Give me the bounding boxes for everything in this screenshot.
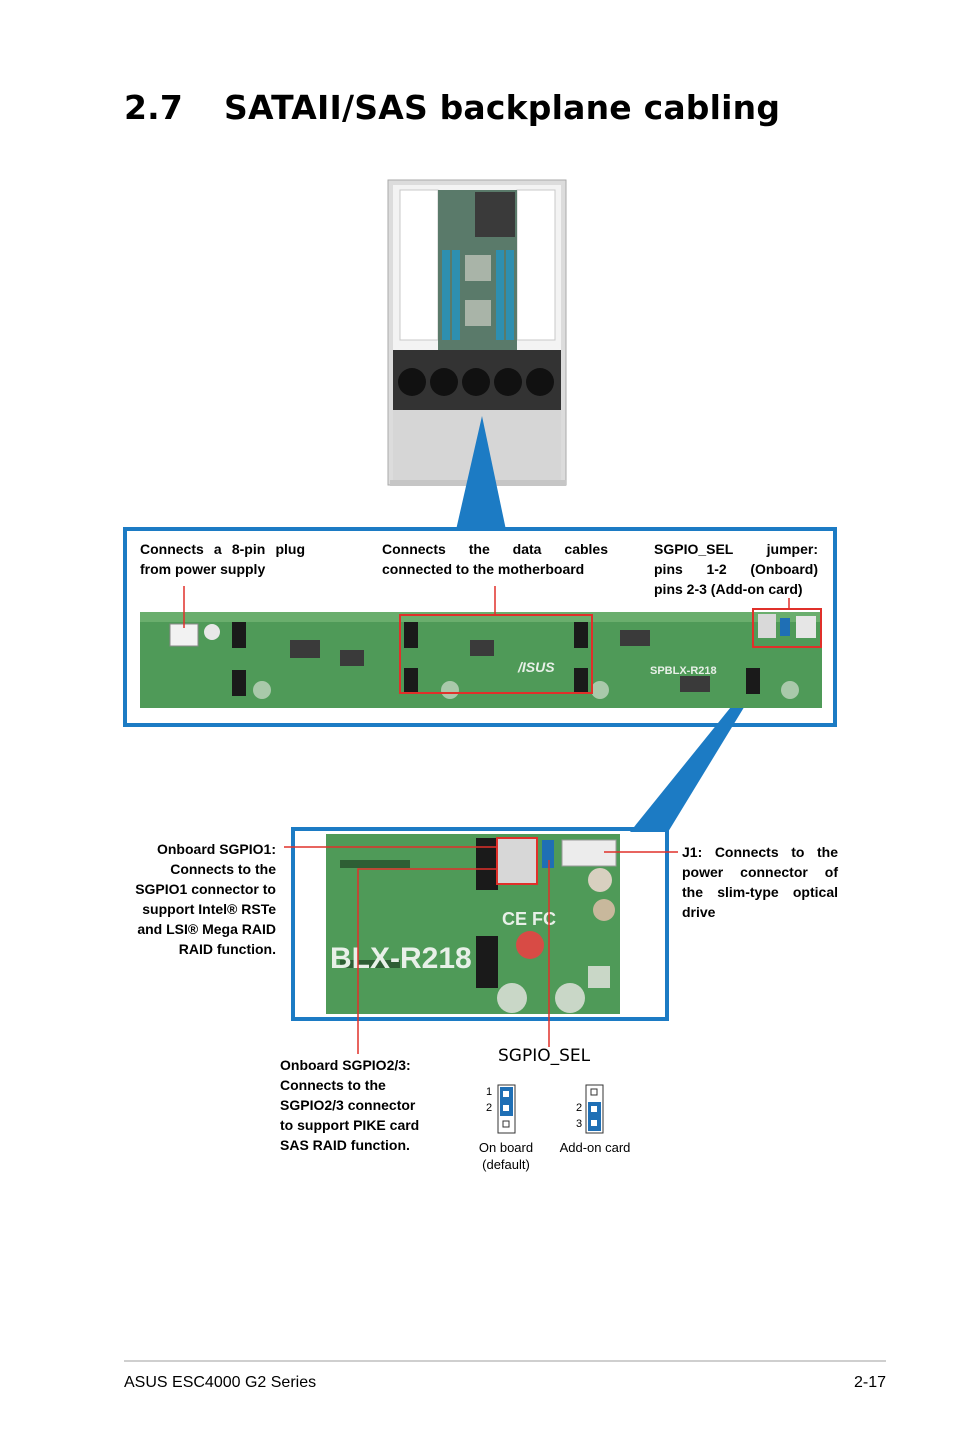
sgpio23-line-3: SGPIO2/3 connector (280, 1097, 416, 1113)
jumper-diagram-title: SGPIO_SEL (498, 1046, 591, 1066)
sgpio23-label: Onboard SGPIO2/3: Connects to the SGPIO2… (280, 1055, 450, 1155)
onboard-caption-line-2: (default) (482, 1157, 530, 1172)
addon-caption-line-1: Add-on card (559, 1140, 631, 1155)
power-connector-label: Connects a 8-pin plug from power supply (140, 539, 305, 579)
onboard-pin-1: 1 (486, 1086, 493, 1098)
board-brand: /ISUS (517, 659, 555, 675)
sgpio-header-highlight (496, 837, 538, 885)
footer-product: ASUS ESC4000 G2 Series (124, 1374, 317, 1391)
jumper-label-line-3: pins 2-3 (Add-on card) (654, 581, 803, 597)
sgpio1-line-3: SGPIO1 connector to (135, 881, 276, 897)
section-title: SATAII/SAS backplane cabling (224, 88, 781, 127)
footer-rule (124, 1360, 886, 1362)
detail-board-model: BLX-R218 (330, 942, 472, 975)
detail-board-ce-mark: CE FC (502, 909, 556, 929)
sgpio1-line-1: Onboard SGPIO1: (156, 841, 276, 857)
addon-pin-2: 2 (576, 1102, 583, 1114)
power-label-line-1: Connects a 8-pin plug (140, 541, 305, 557)
sgpio23-line-4: to support PIKE card (280, 1117, 420, 1133)
section-heading: 2.7 SATAII/SAS backplane cabling (124, 88, 780, 127)
sgpio23-line-5: SAS RAID function. (280, 1137, 410, 1153)
addon-caption: Add-on card (550, 1139, 640, 1156)
jumper-label-line-2: pins 1-2 (Onboard) (654, 561, 818, 577)
backplane-frame (123, 527, 837, 727)
onboard-pin-2: 2 (486, 1102, 493, 1114)
j1-label: J1: Connects to the power connector of t… (682, 842, 838, 922)
sgpio1-line-4: support Intel® RSTe (142, 901, 276, 917)
onboard-caption: On board (default) (466, 1139, 546, 1173)
jumper-addon-diagram (585, 1084, 604, 1134)
sgpio1-label: Onboard SGPIO1: Connects to the SGPIO1 c… (100, 839, 276, 959)
j1-line-1: J1: Connects to the (682, 844, 838, 860)
jumper-label-line-1: SGPIO_SEL jumper: (654, 541, 818, 557)
sgpio1-line-2: Connects to the (170, 861, 276, 877)
pointer-triangle-top (456, 416, 506, 530)
sgpio1-line-6: RAID function. (178, 941, 276, 957)
page-number: 2-17 (853, 1374, 886, 1391)
data-cable-label: Connects the data cables connected to th… (382, 539, 608, 579)
jumper-onboard-diagram (497, 1084, 516, 1134)
j1-line-2: power connector of (682, 864, 838, 880)
sgpio23-line-1: Onboard SGPIO2/3: (280, 1057, 411, 1073)
board-model-main: SPBLX-R218 (650, 665, 717, 677)
addon-pin-3: 3 (576, 1118, 583, 1130)
sgpio-sel-jumper-label: SGPIO_SEL jumper: pins 1-2 (Onboard) pin… (654, 539, 818, 599)
sgpio1-line-5: and LSI® Mega RAID (137, 921, 276, 937)
detail-frame (291, 827, 669, 1021)
sgpio23-callout-line (357, 868, 497, 1054)
jumper-highlight (752, 608, 822, 648)
data-label-line-2: connected to the motherboard (382, 561, 585, 577)
j1-line-3: the slim-type optical (682, 884, 838, 900)
j1-line-4: drive (682, 904, 716, 920)
sgpio23-line-2: Connects to the (280, 1077, 386, 1093)
data-label-line-1: Connects the data cables (382, 541, 608, 557)
data-connector-highlight (399, 614, 593, 694)
onboard-caption-line-1: On board (478, 1140, 534, 1155)
power-label-line-2: from power supply (140, 561, 266, 577)
server-chassis-photo (387, 179, 567, 486)
section-number: 2.7 (124, 88, 184, 127)
detail-board-photo (326, 834, 620, 1014)
backplane-board-photo (140, 612, 822, 708)
